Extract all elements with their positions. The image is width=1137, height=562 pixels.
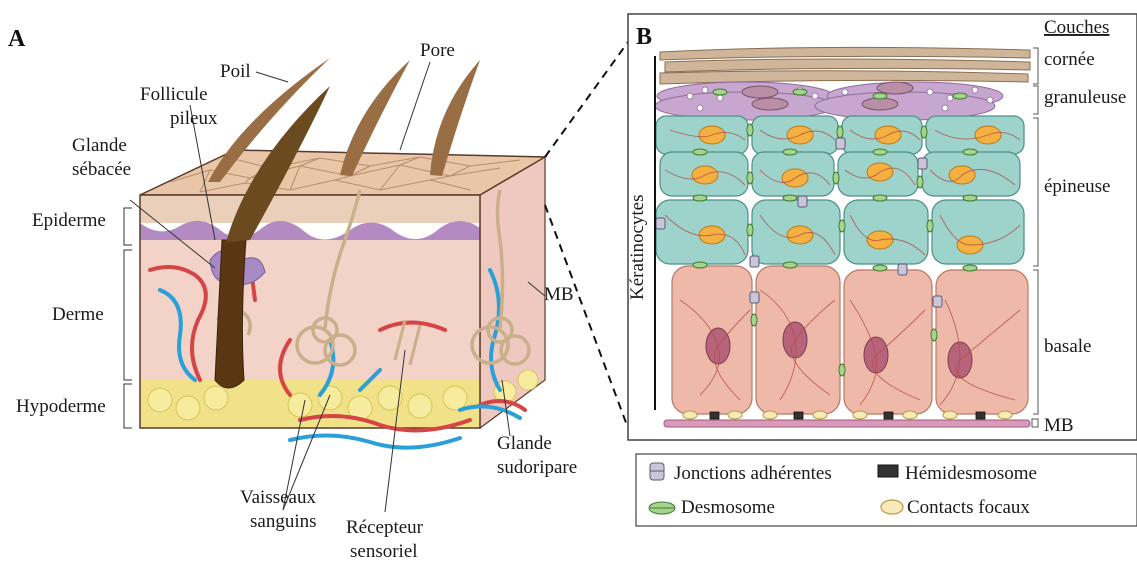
label-mb-b: MB: [1044, 415, 1074, 436]
label-recepteur-2: sensoriel: [350, 541, 418, 562]
epidermis-front: [140, 195, 480, 223]
label-recepteur-1: Récepteur: [346, 517, 424, 538]
legend-jonctions: Jonctions adhérentes: [650, 463, 832, 484]
svg-text:Desmosome: Desmosome: [681, 497, 775, 518]
label-vaisseaux-2: sanguins: [250, 511, 317, 532]
label-keratinocytes: Kératinocytes: [627, 194, 648, 300]
svg-text:Hémidesmosome: Hémidesmosome: [905, 463, 1037, 484]
svg-text:Jonctions adhérentes: Jonctions adhérentes: [674, 463, 832, 484]
label-granuleuse: granuleuse: [1044, 87, 1126, 108]
label-hypoderme: Hypoderme: [16, 396, 106, 417]
label-epineuse: épineuse: [1044, 176, 1110, 197]
label-derme: Derme: [52, 304, 104, 325]
panel-a-letter: A: [8, 26, 26, 52]
label-glande-sebacee-2: sébacée: [72, 159, 131, 180]
zoom-lines: [545, 42, 628, 428]
basement-wave: [140, 221, 480, 240]
label-mb-a: MB: [544, 284, 574, 305]
cornified-layer: [660, 47, 1030, 84]
hemidesmosome-icon: [878, 465, 898, 477]
label-glande-sebacee-1: Glande: [72, 135, 127, 156]
label-follicule-1: Follicule: [140, 84, 208, 105]
focal-contact-icon: [881, 500, 903, 514]
label-glande-sudoripare-2: sudoripare: [497, 457, 577, 478]
basement-membrane: [664, 420, 1030, 427]
label-basale: basale: [1044, 336, 1091, 357]
label-pore: Pore: [420, 40, 455, 61]
svg-text:Contacts focaux: Contacts focaux: [907, 497, 1030, 518]
label-couches: Couches: [1044, 17, 1109, 38]
label-epiderme: Epiderme: [32, 210, 106, 231]
label-cornee: cornée: [1044, 49, 1095, 70]
label-vaisseaux-1: Vaisseaux: [240, 487, 316, 508]
label-glande-sudoripare-1: Glande: [497, 433, 552, 454]
panel-b-letter: B: [636, 24, 652, 50]
label-poil: Poil: [220, 61, 251, 82]
label-follicule-2: pileux: [170, 108, 218, 129]
